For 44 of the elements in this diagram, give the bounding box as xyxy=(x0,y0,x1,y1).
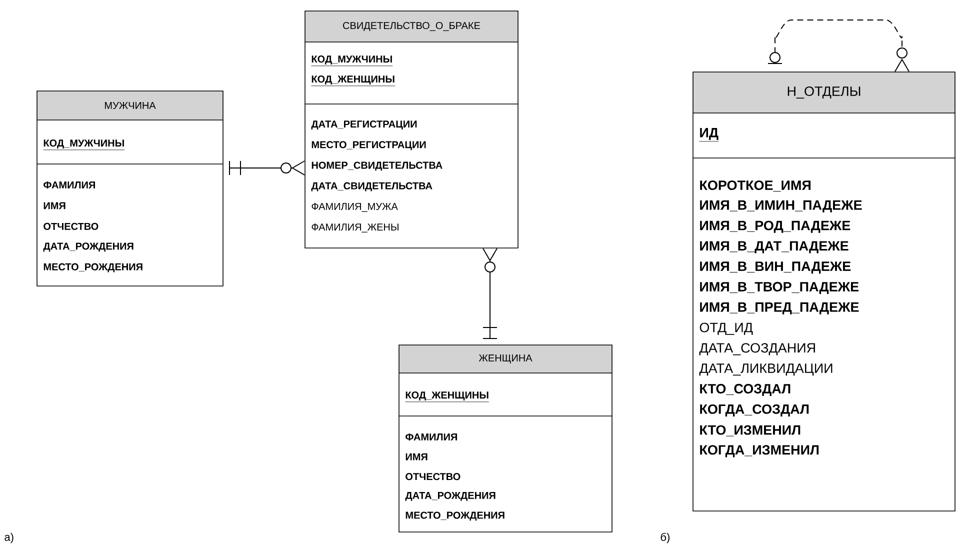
attribute-field: ДАТА_РОЖДЕНИЯ xyxy=(43,242,134,252)
attribute-field: ИМЯ_В_ТВОР_ПАДЕЖЕ xyxy=(700,282,859,294)
attribute-field: ИМЯ_В_ПРЕД_ПАДЕЖЕ xyxy=(700,302,859,314)
attribute-field: ИМЯ xyxy=(406,453,428,460)
panel-label: б) xyxy=(660,532,670,544)
attribute-field: КОРОТКОЕ_ИМЯ xyxy=(700,180,811,192)
attribute-field: ФАМИЛИЯ xyxy=(44,182,95,188)
attribute-field: ДАТА_СВИДЕТЕЛЬСТВА xyxy=(311,182,432,192)
attribute-field: ИМЯ_В_ИМИН_ПАДЕЖЕ xyxy=(700,200,862,212)
table-header: Н_ОТДЕЛЫ xyxy=(788,86,860,99)
attribute-field: ИМЯ_В_РОД_ПАДЕЖЕ xyxy=(700,220,850,233)
attribute-field: ДАТА_РОЖДЕНИЯ xyxy=(405,492,496,501)
relationship-line xyxy=(229,160,305,176)
attribute-field: ФАМИЛИЯ_МУЖА xyxy=(312,202,398,212)
panel-label: а) xyxy=(4,532,14,544)
attribute-field: НОМЕР_СВИДЕТЕЛЬСТВА xyxy=(312,162,442,171)
attribute-field: ОТЧЕСТВО xyxy=(44,222,98,230)
key-field: КОД_ЖЕНЩИНЫ xyxy=(405,392,490,402)
key-field: КОД_МУЖЧИНЫ xyxy=(311,56,393,66)
attribute-field: ИМЯ_В_ВИН_ПАДЕЖЕ xyxy=(700,262,851,274)
attribute-field: КТО_СОЗДАЛ xyxy=(700,384,790,396)
attribute-field: ДАТА_ЛИКВИДАЦИИ xyxy=(699,364,832,376)
key-field: ИД xyxy=(699,128,719,142)
attribute-field: МЕСТО_РОЖДЕНИЯ xyxy=(44,263,142,272)
table-header: МУЖЧИНА xyxy=(105,102,156,109)
relationship-line xyxy=(768,20,910,72)
attribute-field: КОГДА_СОЗДАЛ xyxy=(700,404,809,416)
relationship-line xyxy=(482,248,498,339)
attribute-field: ОТД_ИД xyxy=(700,322,753,335)
attribute-field: ИМЯ xyxy=(44,202,66,210)
table-header: ЖЕНЩИНА xyxy=(478,354,532,364)
attribute-field: КОГДА_ИЗМЕНИЛ xyxy=(700,445,819,458)
key-field: КОД_ЖЕНЩИНЫ xyxy=(311,76,396,86)
attribute-field: ДАТА_РЕГИСТРАЦИИ xyxy=(311,120,417,130)
attribute-field: МЕСТО_РОЖДЕНИЯ xyxy=(406,512,504,521)
attribute-field: ИМЯ_В_ДАТ_ПАДЕЖЕ xyxy=(700,241,848,254)
attribute-field: ОТЧЕСТВО xyxy=(406,473,460,480)
key-field: КОД_МУЖЧИНЫ xyxy=(43,140,125,150)
attribute-field: МЕСТО_РЕГИСТРАЦИИ xyxy=(312,141,426,150)
attribute-field: КТО_ИЗМЕНИЛ xyxy=(700,425,800,436)
attribute-field: ФАМИЛИЯ xyxy=(406,433,457,440)
table-header: СВИДЕТЕЛЬСТВО_О_БРАКЕ xyxy=(343,22,480,31)
attribute-field: ДАТА_СОЗДАНИЯ xyxy=(699,343,815,356)
attribute-field: ФАМИЛИЯ_ЖЕНЫ xyxy=(312,224,398,232)
